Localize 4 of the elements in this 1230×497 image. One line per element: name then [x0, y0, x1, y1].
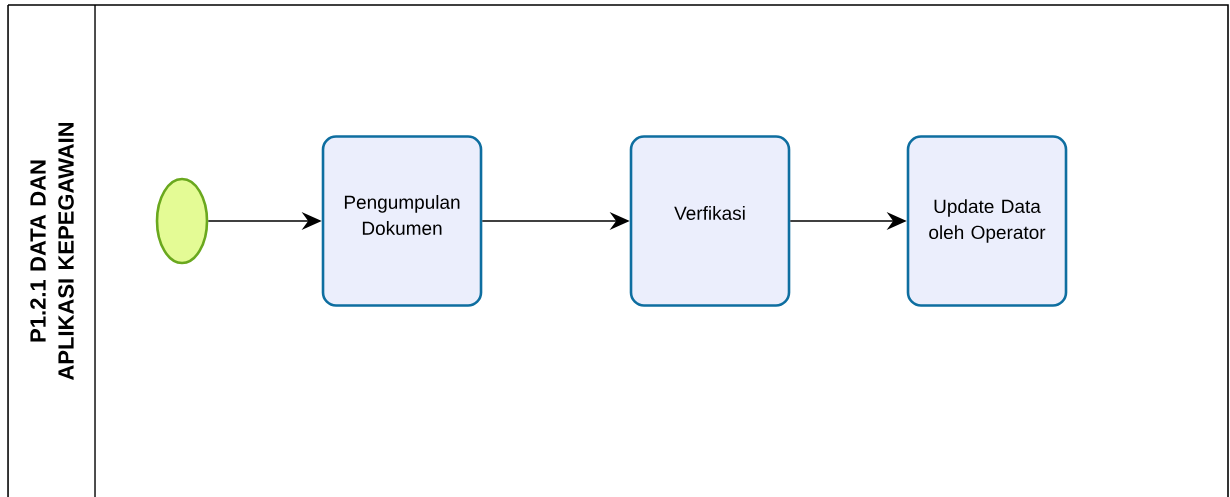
task-box: Verfikasi [629, 135, 791, 307]
task-box: Update Data oleh Operator [906, 135, 1068, 307]
task-box: Pengumpulan Dokumen [321, 135, 483, 307]
start-event [155, 177, 209, 265]
